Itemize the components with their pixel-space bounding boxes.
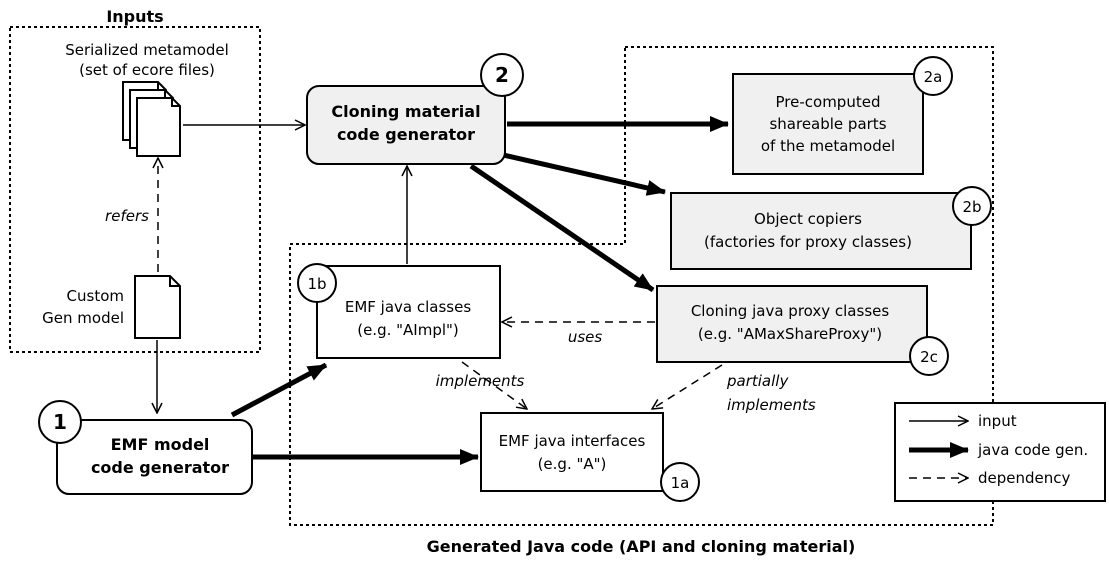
metamodel-label-line2: (set of ecore files) <box>79 61 215 79</box>
shareable-parts-line3: of the metamodel <box>761 137 895 155</box>
emf-generator-badge <box>38 400 82 444</box>
object-copiers-line1: Object copiers <box>754 210 862 228</box>
legend-dependency-label: dependency <box>978 469 1071 487</box>
cloning-generator-line1: Cloning material <box>331 102 480 121</box>
partially-label-line1: partially <box>726 372 789 390</box>
emf-generator-line2: code generator <box>91 458 229 477</box>
proxy-classes-node: Cloning java proxy classes (e.g. "AMaxSh… <box>656 285 949 376</box>
generated-code-group-border <box>289 46 994 526</box>
emf-classes-node: EMF java classes (e.g. "AImpl") 1b <box>297 263 501 359</box>
shareable-parts-line1: Pre-computed <box>776 93 881 111</box>
cloning-generator-badge <box>480 53 524 97</box>
object-copiers-badge <box>952 186 992 226</box>
emf-classes-line1: EMF java classes <box>345 298 471 316</box>
implements-label: implements <box>436 372 525 390</box>
partially-label-line2: implements <box>727 396 816 414</box>
emf-interfaces-badge-label: 1a <box>671 474 690 492</box>
proxy-partially-implements-arrow <box>652 364 723 409</box>
cloning-generator-badge-label: 2 <box>495 63 509 87</box>
emf-interfaces-badge <box>660 462 700 502</box>
proxy-classes-badge-label: 2c <box>920 348 938 366</box>
object-copiers-badge-label: 2b <box>962 198 981 216</box>
shareable-parts-badge-label: 2a <box>924 68 943 86</box>
emf-interfaces-line1: EMF java interfaces <box>499 432 646 450</box>
object-copiers-node: Object copiers (factories for proxy clas… <box>670 186 992 270</box>
cloning-generator-node: Cloning material code generator 2 <box>306 53 524 165</box>
uses-label: uses <box>568 328 603 346</box>
genmodel-label-line2: Gen model <box>42 309 124 327</box>
emf-classes-badge-label: 1b <box>307 275 326 293</box>
refers-label: refers <box>105 207 149 225</box>
legend: input java code gen. dependency <box>894 402 1106 502</box>
emf-classes-badge <box>297 263 337 303</box>
genmodel-file-icon <box>134 275 181 339</box>
proxy-classes-line2: (e.g. "AMaxShareProxy") <box>698 325 882 343</box>
inputs-title: Inputs <box>106 7 163 26</box>
object-copiers-line2: (factories for proxy classes) <box>704 233 912 251</box>
metamodel-label-line1: Serialized metamodel <box>65 41 229 59</box>
proxy-classes-badge <box>909 336 949 376</box>
legend-input-label: input <box>978 412 1017 430</box>
emf-generator-line1: EMF model <box>111 435 210 454</box>
genmodel-label-line1: Custom <box>67 287 124 305</box>
legend-codegen-label: java code gen. <box>977 441 1088 459</box>
cloning-generator-line2: code generator <box>337 125 475 144</box>
ecore-files-icon <box>122 81 181 157</box>
proxy-classes-line1: Cloning java proxy classes <box>691 302 890 320</box>
shareable-parts-badge <box>913 56 953 96</box>
emf-interfaces-line2: (e.g. "A") <box>538 455 607 473</box>
emf-classes-line2: (e.g. "AImpl") <box>357 321 459 339</box>
emf-interfaces-node: EMF java interfaces (e.g. "A") 1a <box>480 412 700 502</box>
cloning-to-copiers-arrow <box>485 148 666 196</box>
emf-generator-node: EMF model code generator 1 <box>38 400 253 495</box>
cloning-to-proxy-arrow <box>469 163 655 293</box>
shareable-parts-line2: shareable parts <box>769 115 886 133</box>
emf-generator-badge-label: 1 <box>53 410 67 434</box>
generated-code-caption: Generated Java code (API and cloning mat… <box>427 537 856 556</box>
shareable-parts-node: Pre-computed shareable parts of the meta… <box>732 56 953 175</box>
emf-generator-to-classes-arrow <box>230 362 328 418</box>
